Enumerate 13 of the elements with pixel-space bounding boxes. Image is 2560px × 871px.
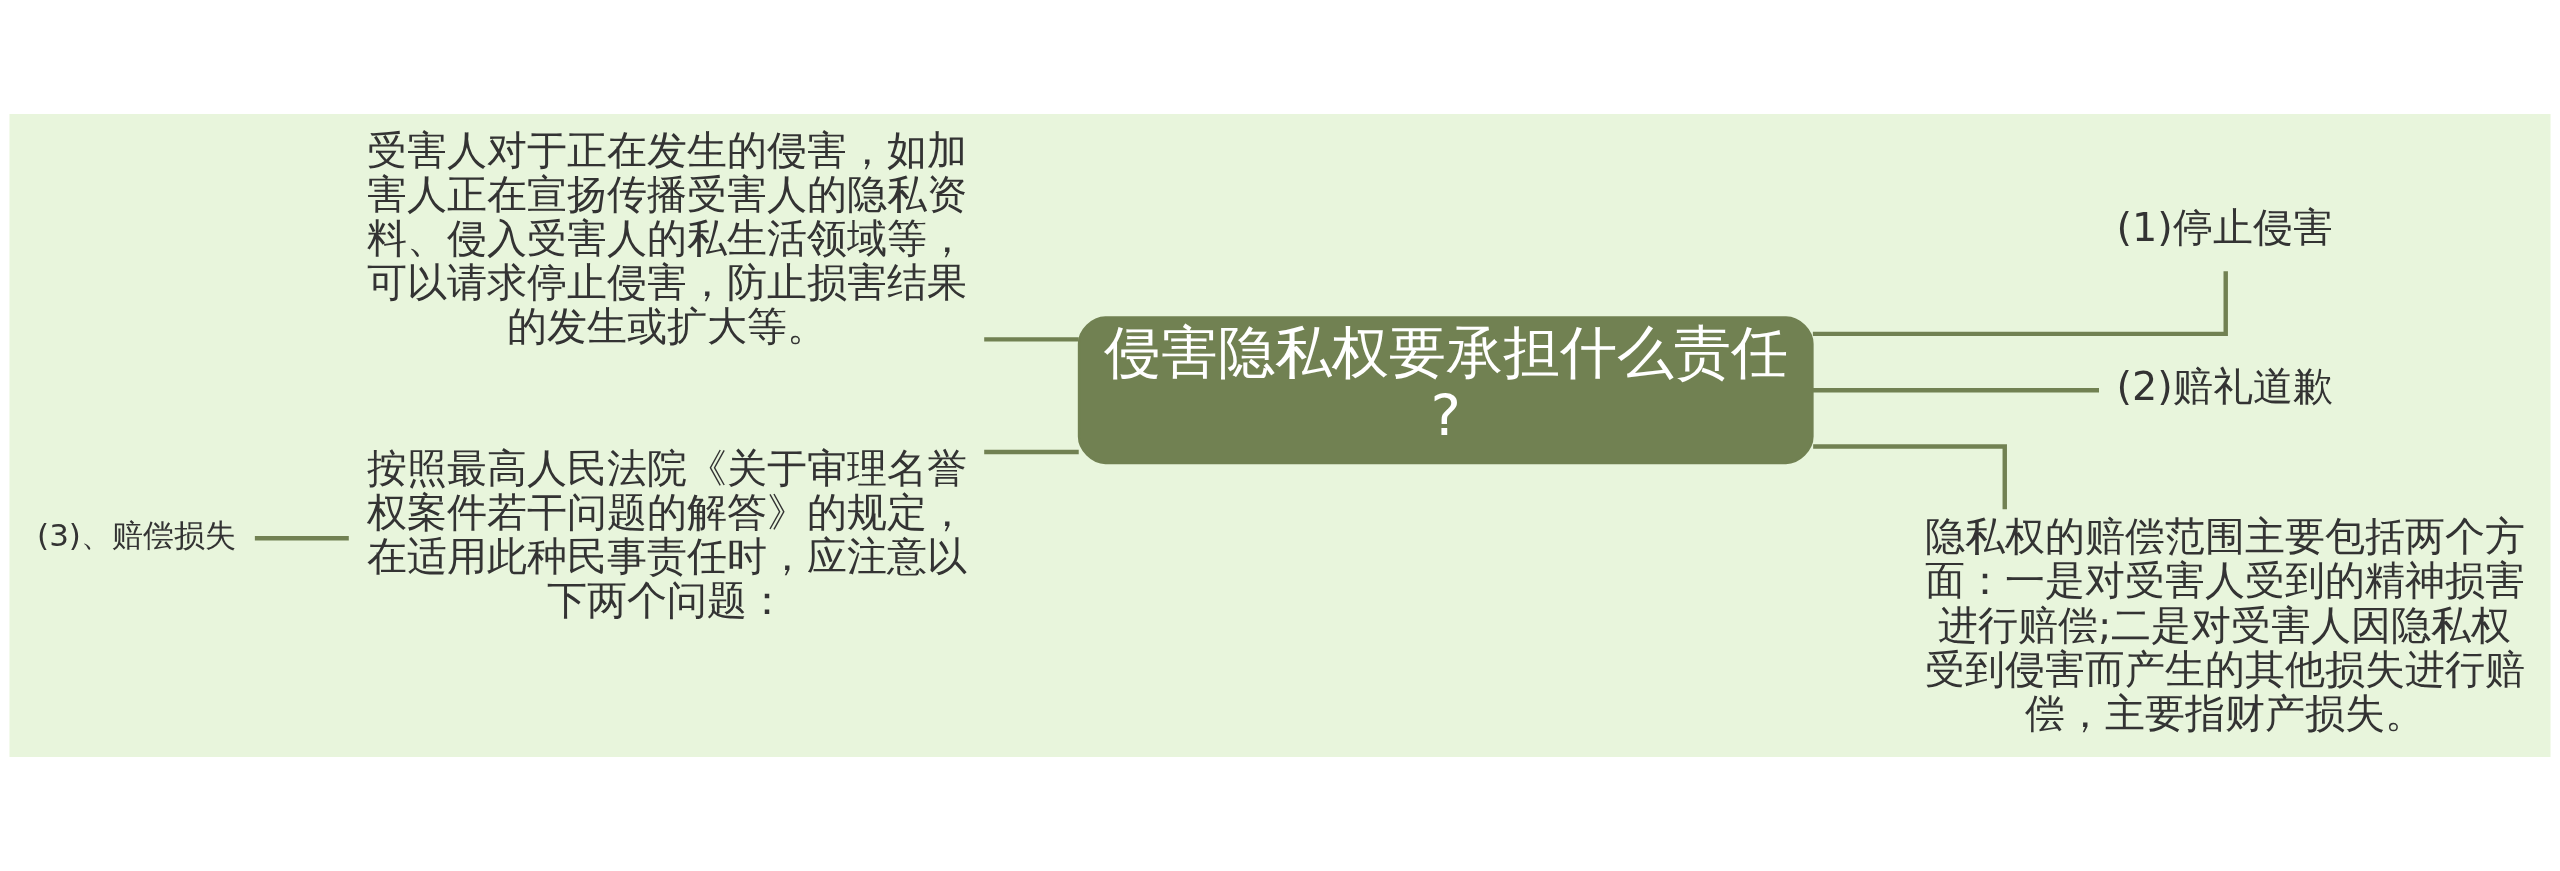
connector <box>984 449 1079 455</box>
node-text: (3)、赔偿损失 <box>37 517 236 554</box>
connector <box>1813 444 2007 510</box>
connector <box>984 337 1079 342</box>
node-text: 隐私权的赔偿范围主要包括两个方面：一是对受害人受到的精神损害进行赔偿;二是对受害人因隐私权受到侵害而产生的其他损失进行赔偿，主要指财产损失。 <box>1924 513 2525 736</box>
node-box: 侵害隐私权要承担什么责任? <box>1077 316 1814 465</box>
node-text: (1)停止侵害 <box>2116 203 2333 250</box>
node-text: (2)赔礼道歉 <box>2116 362 2333 409</box>
node-text: 受害人对于正在发生的侵害，如加害人正在宣扬传播受害人的隐私资料、侵入受害人的私生活领域等，可以请求停止侵害，防止损害结果的发生或扩大等。 <box>366 126 967 350</box>
node-text: 按照最高人民法院《关于审理名誉权案件若干问题的解答》的规定，在适用此种民事责任时，应注意以下两个问题： <box>366 444 967 624</box>
connector <box>254 536 349 541</box>
connector <box>1812 388 2099 393</box>
connector <box>1812 271 2228 337</box>
